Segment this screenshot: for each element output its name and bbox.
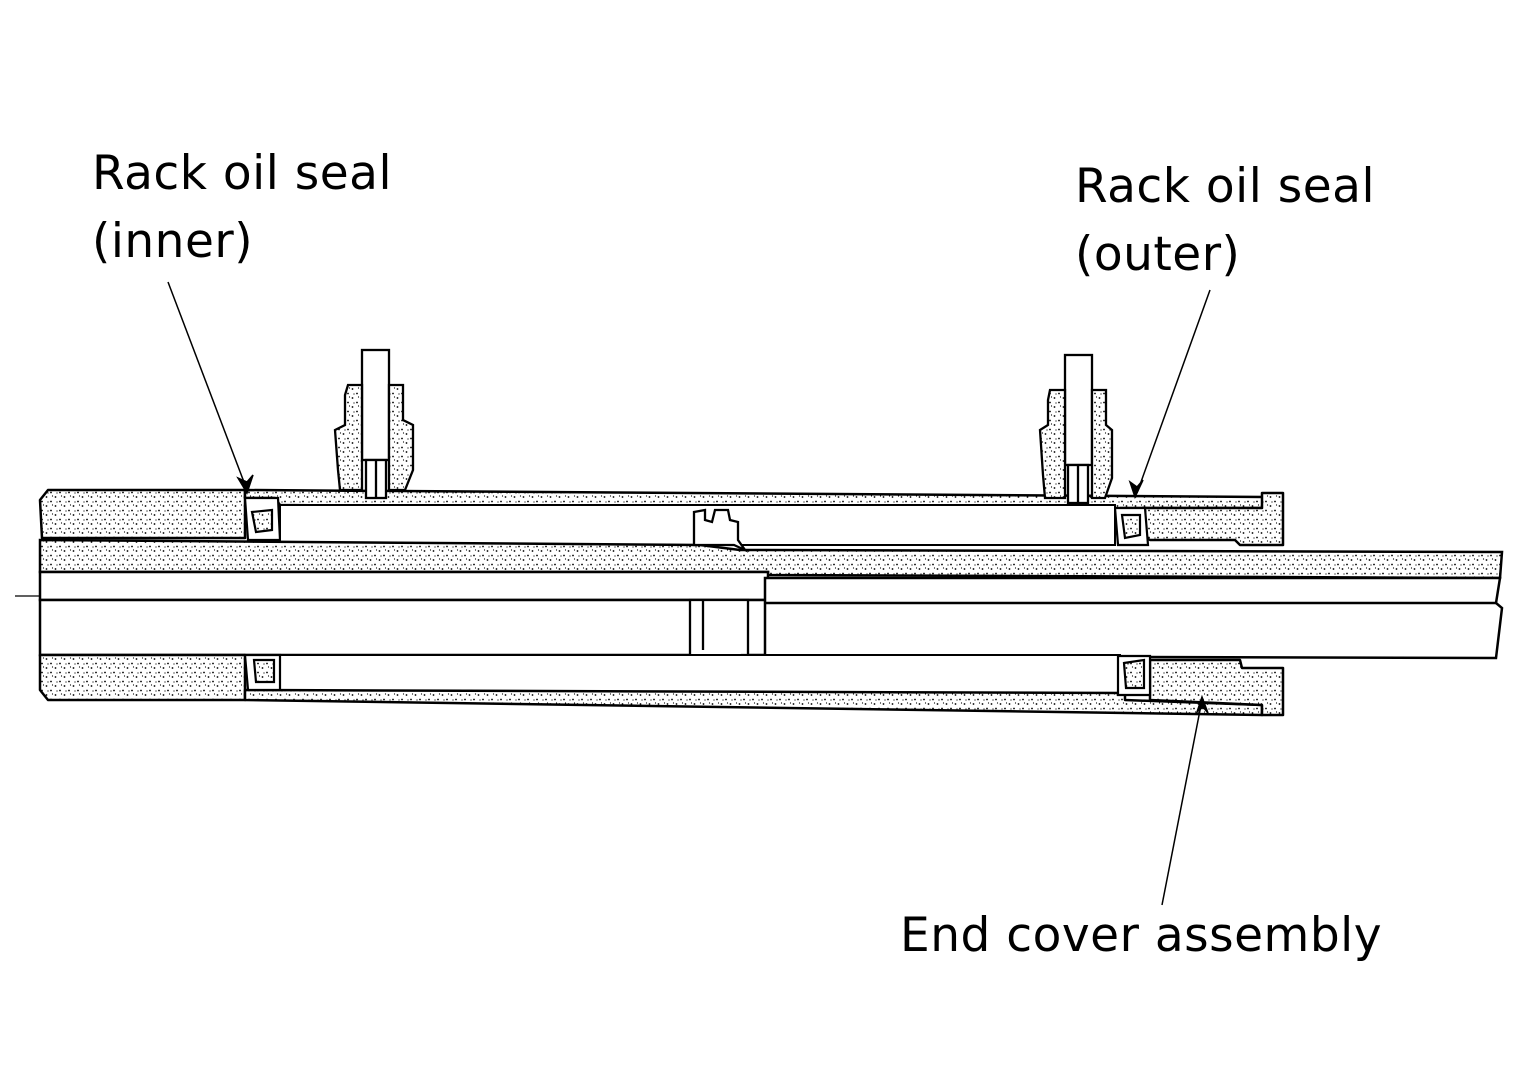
- label-rack-oil-seal-outer: Rack oil seal (outer): [1075, 153, 1375, 289]
- pipe-fitting-left: [333, 348, 415, 500]
- label-end-cover-line1: End cover assembly: [900, 908, 1383, 963]
- label-outer-line2: (outer): [1075, 227, 1241, 282]
- leader-lines: [167, 281, 1211, 906]
- label-inner-line2: (inner): [92, 214, 254, 269]
- label-inner-line1: Rack oil seal: [92, 146, 392, 201]
- cylinder-lower-wall: [38, 653, 1285, 717]
- leader-line-end-cover: [1161, 699, 1203, 906]
- arrowhead-end-cover: [1195, 694, 1209, 715]
- arrowhead-outer-seal: [1128, 479, 1144, 500]
- rack-oil-seal-outer-upper: [1113, 506, 1150, 547]
- leader-line-outer-seal: [1136, 289, 1211, 494]
- rack-oil-seal-outer-lower: [1116, 654, 1152, 697]
- rack-bar: [38, 570, 1504, 660]
- arrowhead-inner-seal: [236, 474, 254, 495]
- pipe-fitting-right: [1038, 353, 1114, 505]
- rack-oil-seal-inner-upper: [243, 496, 282, 542]
- label-outer-line1: Rack oil seal: [1075, 159, 1375, 214]
- label-end-cover-assembly: End cover assembly: [900, 902, 1382, 970]
- leader-line-inner-seal: [167, 281, 248, 491]
- label-rack-oil-seal-inner: Rack oil seal (inner): [92, 140, 392, 276]
- lower-chamber: [279, 654, 1121, 694]
- rack-oil-seal-inner-lower: [243, 653, 282, 692]
